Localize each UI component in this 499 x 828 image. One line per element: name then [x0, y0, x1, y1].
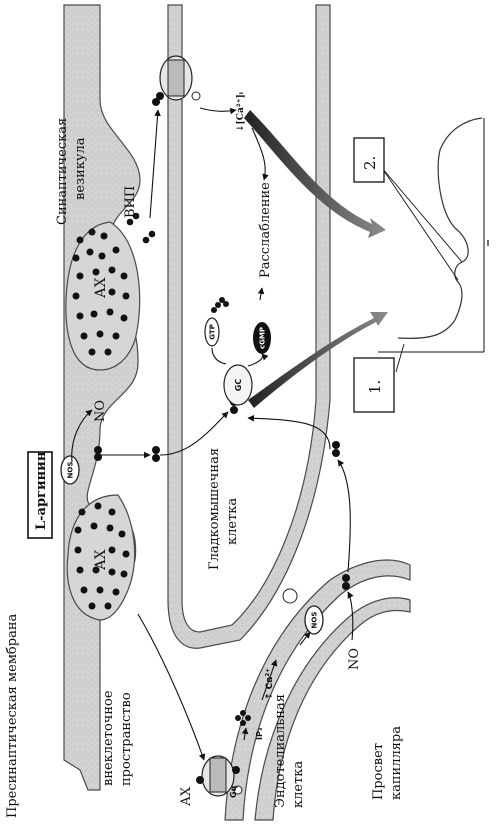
- presynaptic-membrane: [63, 4, 141, 791]
- cgmp-badge: cGMP: [253, 322, 271, 354]
- gtp-label: GTP: [209, 324, 217, 340]
- gc-enzyme: GC: [223, 364, 253, 406]
- extracellular-label-2: пространство: [119, 692, 134, 786]
- presynaptic-membrane-label: Пресинаптическая мембрана: [5, 614, 20, 818]
- smooth-muscle-label-1: Гладкомышечная: [207, 448, 222, 570]
- nos-top-label: NOS: [67, 462, 75, 479]
- synaptic-vesicle-label-2: везикула: [73, 137, 88, 200]
- l-arginine-box: [27, 451, 53, 539]
- gtp-chain: [211, 297, 229, 313]
- relaxation-label: Расслабление: [258, 182, 273, 278]
- no-molecule-bottom: [342, 574, 350, 590]
- capillary-label-1: Просвет: [371, 743, 386, 800]
- nos-top-badge: NOS: [60, 455, 80, 485]
- box-1: [353, 357, 395, 413]
- ca-bottom-label: ↑ Ca²⁺: [265, 668, 275, 700]
- smooth-muscle-label-2: клетка: [225, 498, 240, 545]
- ax-label-lower: АХ: [93, 549, 109, 570]
- endothelial-vesicle: [282, 588, 298, 604]
- gc-label: GC: [234, 379, 243, 392]
- synaptic-vesicle-label-1: Синаптическая: [55, 118, 70, 225]
- ach-receptor: [196, 755, 243, 797]
- arrows: [71, 107, 354, 761]
- extracellular-label-1: внеклеточное: [101, 690, 116, 786]
- l-arginine-label: L-аргинин: [34, 451, 49, 530]
- box-2-label: 2.: [361, 156, 379, 170]
- box-1-label: 1.: [366, 380, 384, 394]
- smooth-muscle-cell: [167, 4, 331, 649]
- gtp-badge: GTP: [204, 317, 220, 347]
- box-2: [353, 137, 385, 183]
- ip3-cluster: [235, 710, 251, 726]
- ax-label-upper: АХ: [93, 277, 109, 298]
- nos-bottom-badge: NOS: [304, 605, 324, 635]
- ip3-label: IP₃: [255, 727, 264, 740]
- endothelial-label-2: клетка: [291, 761, 306, 808]
- nos-bottom-label: NOS: [311, 612, 319, 629]
- ax-bottom-label: АХ: [179, 786, 194, 806]
- vip-label: ВИП: [123, 186, 138, 218]
- gradient-arrow-upper: [244, 110, 386, 238]
- gradient-arrow-lower: [248, 312, 388, 408]
- vesicle-dots-upper: [72, 228, 130, 356]
- capillary-label-2: капилляра: [389, 726, 404, 800]
- inset-graph: [378, 117, 489, 373]
- no-bottom-label: NO: [347, 648, 362, 670]
- vip-receptor: [152, 55, 201, 106]
- ca-top-label: ↓[Ca²⁺]ᵢ: [236, 91, 246, 132]
- no-top-label: NO: [93, 400, 108, 422]
- vip-dots: [126, 212, 156, 244]
- inset-trace: [397, 117, 483, 340]
- gq-label: Gq: [229, 785, 238, 798]
- endothelial-label-1: Эндотелиальная: [273, 694, 288, 808]
- vesicle-dots-lower: [74, 502, 130, 610]
- endothelial-inner-membrane: [254, 597, 411, 821]
- cgmp-label: cGMP: [259, 327, 267, 349]
